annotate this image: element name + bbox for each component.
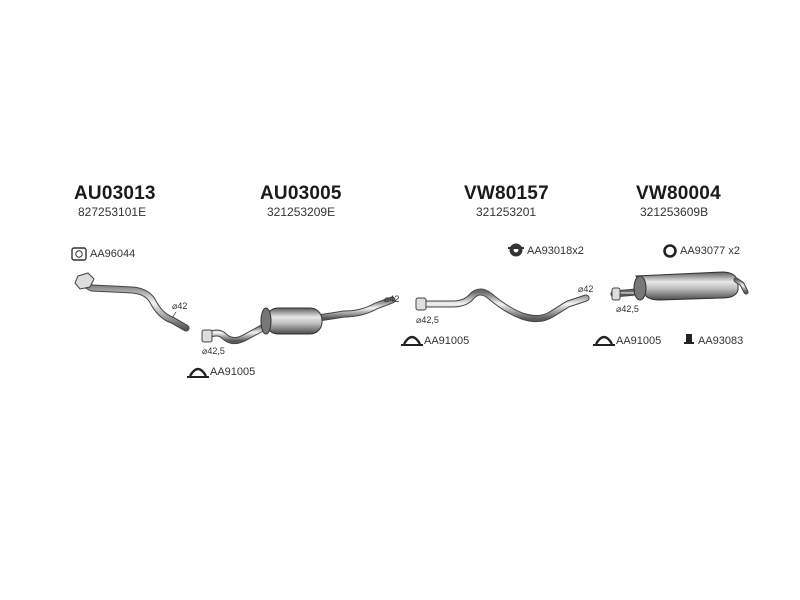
accessory-label-aa91005: AA91005: [210, 366, 256, 378]
clamp-icon: [401, 335, 423, 346]
oem-number-au03013: 827253101E: [78, 205, 147, 219]
accessory-label-aa96044: AA96044: [90, 248, 136, 260]
accessory-label-aa91005: AA91005: [616, 335, 662, 347]
diameter-label: ⌀42: [578, 284, 594, 294]
rubber-hanger-icon: [508, 243, 524, 257]
part-number-vw80004: VW80004: [636, 183, 721, 204]
ring-icon: [663, 244, 677, 258]
oem-number-vw80004: 321253609B: [640, 205, 709, 219]
diameter-label: ⌀42,5: [202, 346, 225, 356]
front-pipe-au03013: [74, 272, 190, 332]
diameter-label: ⌀42: [172, 301, 188, 311]
accessory-label-aa93077: AA93077 x2: [680, 245, 740, 257]
clamp-icon: [187, 367, 209, 378]
rear-muffler-vw80004: [610, 271, 749, 301]
gasket-icon: [71, 247, 87, 261]
part-number-au03005: AU03005: [260, 183, 342, 204]
accessory-label-aa93083: AA93083: [698, 335, 744, 347]
intermediate-pipe-vw80157: [415, 288, 590, 323]
part-number-au03013: AU03013: [74, 183, 156, 204]
clamp-icon: [593, 335, 615, 346]
bracket-icon: [684, 334, 694, 344]
diameter-label: ⌀42,5: [416, 315, 439, 325]
oem-number-au03005: 321253209E: [267, 205, 336, 219]
middle-muffler-au03005: [201, 296, 396, 345]
part-number-vw80157: VW80157: [464, 183, 549, 204]
oem-number-vw80157: 321253201: [476, 205, 537, 219]
diameter-label: ⌀42: [384, 294, 400, 304]
accessory-label-aa91005: AA91005: [424, 335, 470, 347]
accessory-label-aa93018: AA93018x2: [527, 245, 584, 257]
diameter-label: ⌀42,5: [616, 304, 639, 314]
